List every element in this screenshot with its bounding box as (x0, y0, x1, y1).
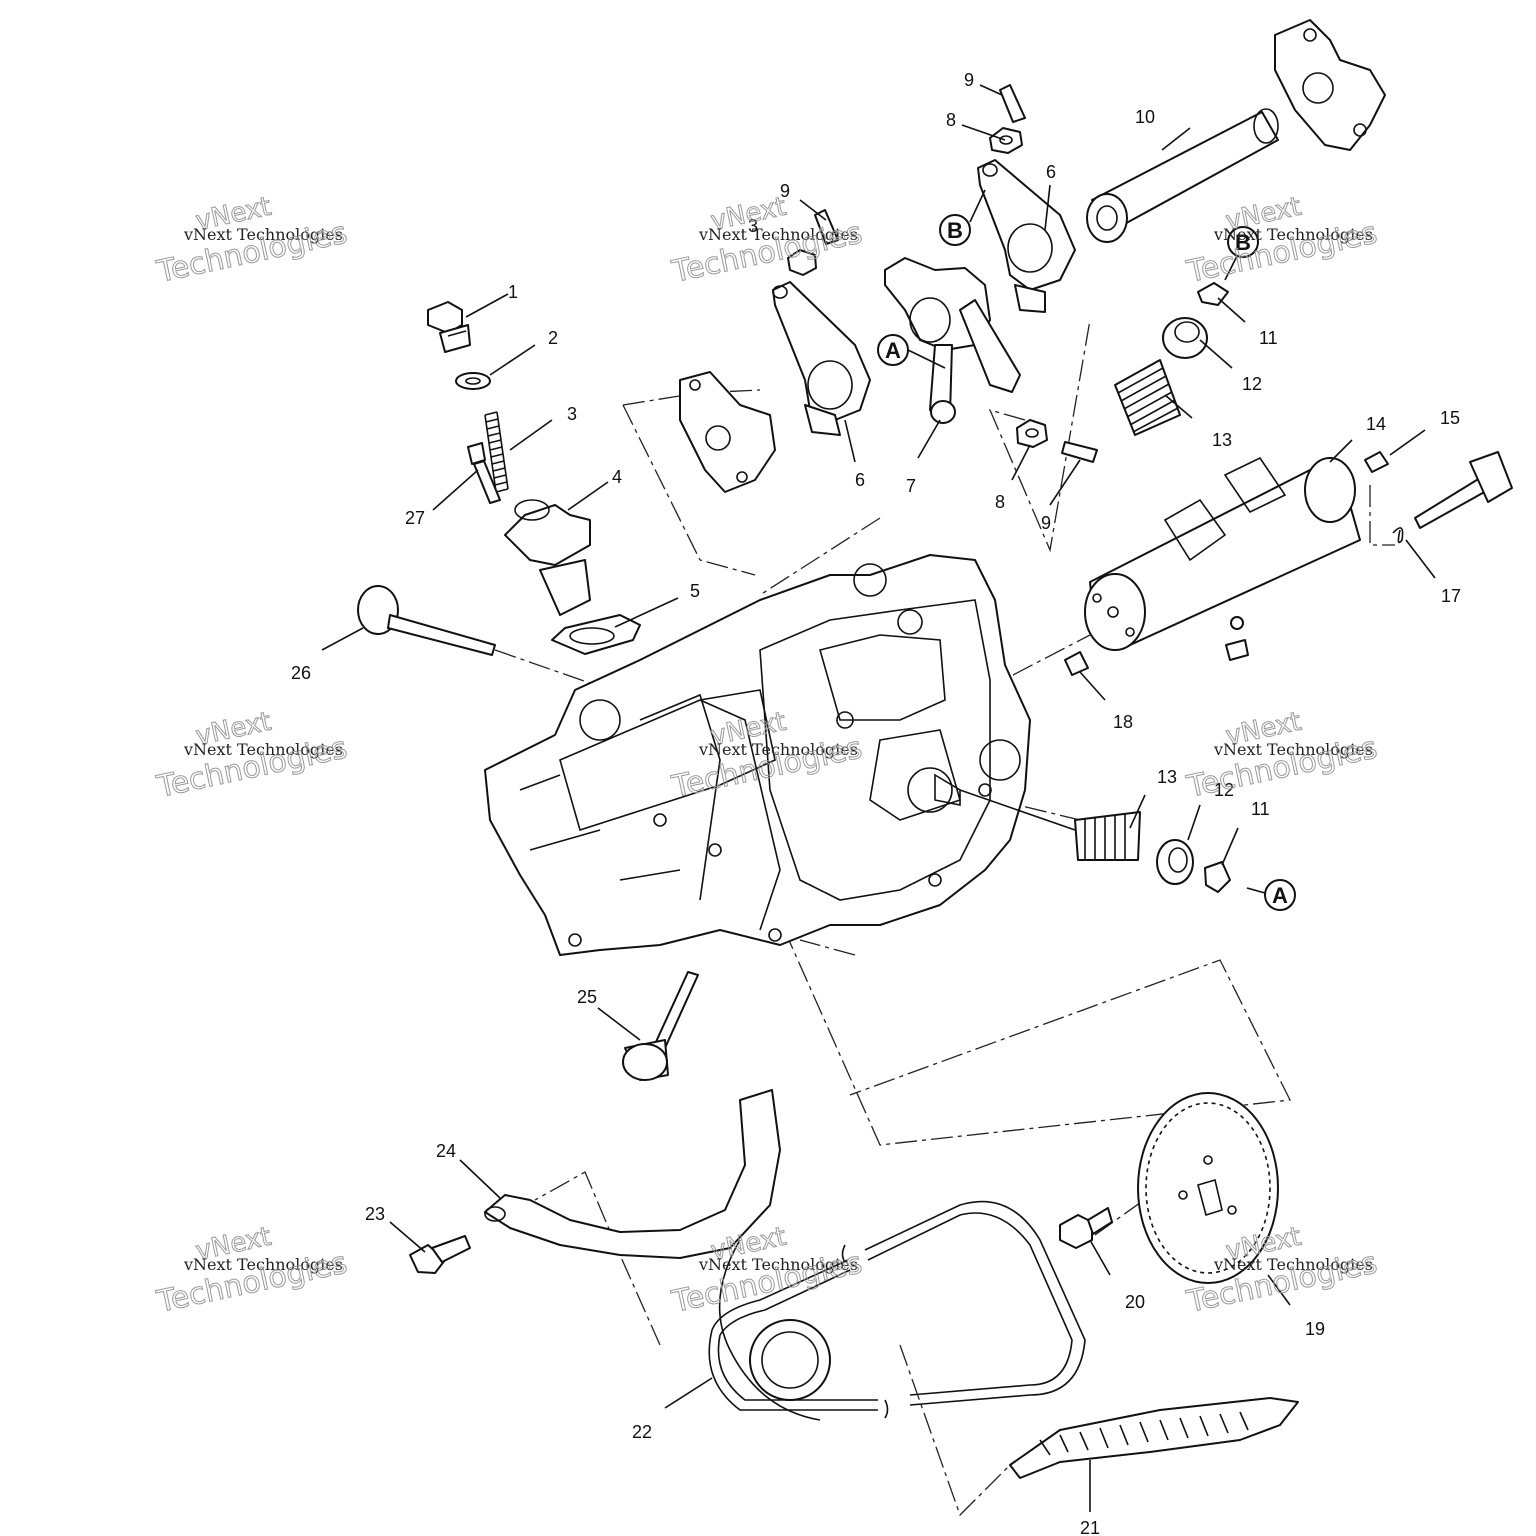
watermark-top-center: vNext vNext Technologies Technologies (668, 191, 866, 290)
pin-15 (1364, 451, 1389, 473)
callout-8: 8 (995, 492, 1005, 512)
spring-retainer-12-upper (1162, 317, 1208, 359)
callout-13: 13 (1157, 767, 1177, 787)
watermark-text: vNext Technologies (1213, 740, 1373, 759)
watermarks: vNext vNext Technologies Technologies vN… (153, 191, 1381, 1320)
chain-guide-21 (1009, 1397, 1299, 1479)
valve-spring-13-lower (1074, 811, 1141, 861)
callout-3: 3 (567, 404, 577, 424)
watermark-text: vNext Technologies (698, 740, 858, 759)
callout-18: 18 (1113, 712, 1133, 732)
callout-6: 6 (855, 470, 865, 490)
guide-bolt-23 (409, 1235, 471, 1274)
spring-3 (484, 411, 509, 493)
callout-22: 22 (632, 1422, 652, 1442)
callout-labels: 1 2 3 4 5 6 6 7 8 8 9 9 9 10 11 11 12 12… (291, 70, 1461, 1536)
watermark-top-left: vNext vNext Technologies Technologies (153, 191, 351, 290)
chain-tensioner-blade-24 (484, 1089, 781, 1259)
watermark-top-right: vNext vNext Technologies Technologies (1183, 191, 1381, 290)
watermark-mid-left: vNext vNext Technologies Technologies (153, 706, 351, 805)
cam-cap-right (1274, 19, 1386, 151)
watermark-text: vNext Technologies (183, 1255, 343, 1274)
watermark-text: vNext Technologies (1213, 225, 1373, 244)
callout-27: 27 (405, 508, 425, 528)
callout-5: 5 (690, 581, 700, 601)
camshaft-14 (1084, 456, 1361, 661)
callout-26: 26 (291, 663, 311, 683)
cam-follower-17 (1392, 527, 1404, 544)
callout-24: 24 (436, 1141, 456, 1161)
cylinder-head (484, 554, 1031, 956)
watermark-bottom-left: vNext vNext Technologies Technologies (153, 1221, 351, 1320)
cam-sprocket-19 (1137, 1092, 1279, 1284)
callout-11: 11 (1251, 799, 1270, 819)
watermark-text: vNext Technologies (698, 225, 858, 244)
rocker-shaft-10 (1086, 108, 1279, 243)
callout-2: 2 (548, 328, 558, 348)
callout-6: 6 (1046, 162, 1056, 182)
callout-17: 17 (1441, 586, 1461, 606)
callout-12: 12 (1242, 374, 1262, 394)
dowel-18 (1064, 651, 1089, 676)
callout-23: 23 (365, 1204, 385, 1224)
reference-marker-b-right: B (1227, 226, 1259, 258)
sprocket-bolt-20 (1059, 1207, 1113, 1249)
watermark-text: vNext Technologies (183, 225, 343, 244)
reference-marker-text: B (947, 218, 963, 243)
callout-9: 9 (964, 70, 974, 90)
reference-marker-b-left: B (939, 214, 971, 246)
rocker-arm-7 (884, 257, 1021, 424)
rocker-arm-6-right (977, 159, 1076, 313)
crank-sprocket (718, 1239, 831, 1421)
watermark-text: vNext Technologies (1213, 1255, 1373, 1274)
callout-25: 25 (577, 987, 597, 1007)
bolt-1 (427, 301, 471, 353)
exhaust-valve-26 (357, 585, 496, 656)
nut-8-left (787, 249, 817, 276)
callout-10: 10 (1135, 107, 1155, 127)
reference-marker-text: B (1235, 230, 1251, 255)
watermark-text: vNext Technologies (183, 740, 343, 759)
leader-lines (321, 84, 1436, 1512)
callout-9: 9 (1041, 513, 1051, 533)
callout-12: 12 (1214, 780, 1234, 800)
callout-8: 8 (946, 110, 956, 130)
callout-3: 3 (748, 216, 758, 236)
adjuster-screw-9-lower (1061, 441, 1098, 463)
callout-9: 9 (780, 181, 790, 201)
nut-8-lower (1016, 419, 1048, 448)
callout-13: 13 (1212, 430, 1232, 450)
tensioner-body-4 (504, 499, 591, 616)
cam-cap-left (679, 371, 776, 493)
callout-14: 14 (1366, 414, 1386, 434)
reference-marker-a-upper: A (877, 334, 909, 366)
intake-valve-25 (622, 971, 699, 1081)
callout-7: 7 (906, 476, 916, 496)
reference-marker-text: A (1272, 883, 1288, 908)
reference-marker-text: A (885, 338, 901, 363)
callout-11: 11 (1259, 328, 1278, 348)
washer-2 (455, 372, 491, 390)
adjuster-screw-9-upper (999, 84, 1026, 123)
valve-spring-13-upper (1114, 359, 1181, 436)
callout-1: 1 (508, 282, 518, 302)
callout-4: 4 (612, 467, 622, 487)
callout-15: 15 (1440, 408, 1460, 428)
callout-21: 21 (1080, 1518, 1100, 1536)
cam-shaft-knob (1414, 451, 1513, 529)
spring-retainer-12-lower (1156, 839, 1194, 885)
callout-20: 20 (1125, 1292, 1145, 1312)
valve-keeper-11-lower (1204, 861, 1231, 893)
rocker-arm-6-left (772, 281, 871, 436)
tensioner-bolt-27 (467, 442, 501, 504)
watermark-mid-right: vNext vNext Technologies Technologies (1183, 706, 1381, 805)
watermark-text: vNext Technologies (698, 1255, 858, 1274)
callout-19: 19 (1305, 1319, 1325, 1339)
reference-marker-a-lower: A (1264, 879, 1296, 911)
adjuster-screw-9-left (814, 209, 839, 245)
nut-8-upper (989, 127, 1023, 154)
